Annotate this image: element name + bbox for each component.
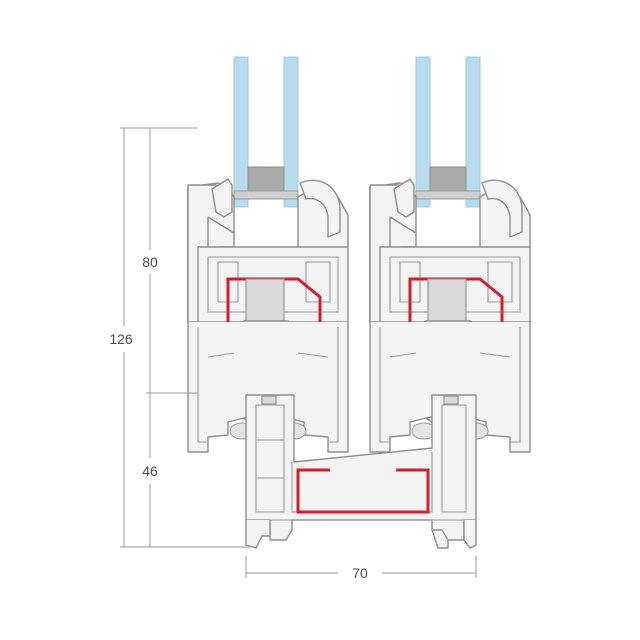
- dimension-80: 80: [142, 254, 158, 270]
- dimension-70: 70: [352, 565, 368, 581]
- dimension-126: 126: [109, 331, 133, 347]
- left-sash: [186, 55, 350, 454]
- frame-profile: [245, 394, 477, 549]
- dimension-46: 46: [142, 463, 158, 479]
- frame-reinforcement: [296, 468, 430, 514]
- dimension-lines: [120, 127, 477, 578]
- right-sash: [368, 55, 532, 454]
